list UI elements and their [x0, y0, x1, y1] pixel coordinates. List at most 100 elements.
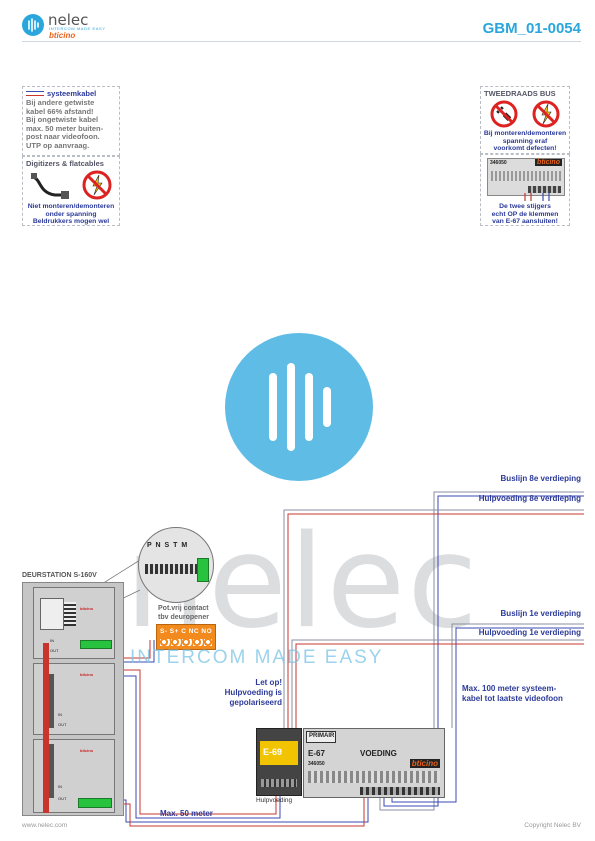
bus-warning-line: voorkomt defecten! — [493, 145, 557, 152]
doorstation-title: DEURSTATION S-160V — [22, 572, 97, 579]
riser-link-blue — [391, 728, 457, 803]
primair-box: PRIMAIR — [306, 731, 336, 743]
bus-title: TWEEDRAADS BUS — [484, 89, 556, 98]
document-id: GBM_01-0054 — [482, 20, 581, 37]
module-in-label: IN — [58, 784, 62, 789]
cable-line: max. 50 meter buiten- — [26, 123, 104, 133]
cable-line: kabel 66% afstand! — [26, 106, 94, 116]
bus-warning: Bij monteren/demonteren spanning eraf vo… — [481, 130, 569, 153]
mini-psu-icon: 346050 bticino — [487, 158, 565, 196]
flatcable-icon — [31, 173, 69, 199]
e67-brand: bticino — [409, 759, 440, 768]
doorstation-frame: bticino IN OUT bticino IN OUT bticino IN… — [22, 582, 124, 816]
bus-1-wire-blue — [455, 627, 584, 728]
flatcable-note: Digitizers & flatcables Niet monteren/de… — [22, 156, 120, 226]
cable-text: Bij andere getwiste kabel 66% afstand! B… — [26, 98, 104, 150]
e67-psu: PRIMAIR E-67 VOEDING bticino 346050 — [303, 728, 445, 798]
label-bus-1: Buslijn 1e verdieping — [500, 609, 581, 618]
stijgers-note: 346050 bticino De twee stijgers echt OP … — [480, 154, 570, 226]
connector-zoom: P N S T M — [138, 527, 214, 603]
relay-terms: S- S+ C NC NO — [160, 628, 213, 635]
bus-note: TWEEDRAADS BUS Bij monteren/demonteren s… — [480, 86, 570, 154]
label-max50: Max. 50 meter — [160, 809, 213, 818]
label-letop: Let op! Hulpvoeding is gepolariseerd — [196, 678, 282, 708]
no-live-work-icon — [82, 170, 112, 200]
connector-green — [197, 558, 209, 582]
aux-8-wire-red — [287, 513, 584, 728]
label-letop-line: Let op! — [255, 678, 282, 687]
mini-psu-code: 346050 — [490, 160, 507, 166]
brand-tagline: INTERCOM MADE EASY — [49, 26, 106, 31]
terminal-strip — [78, 798, 112, 808]
cable-title-row: systeemkabel — [26, 89, 96, 98]
no-unplug-icon — [490, 100, 518, 128]
header-rule — [22, 41, 581, 42]
mini-psu-brand: bticino — [535, 159, 562, 166]
module-brand: bticino — [80, 672, 94, 677]
label-aux-8: Hulpvoeding 8e verdieping — [478, 494, 581, 503]
flat-title: Digitizers & flatcables — [26, 159, 104, 168]
bus-warning-line: Bij monteren/demonteren — [483, 130, 567, 137]
label-letop-line: gepolariseerd — [229, 698, 282, 707]
riser-flatcable — [43, 643, 49, 813]
stijgers-line: echt OP de klemmen — [491, 210, 559, 218]
aux-door-wire-red — [120, 669, 277, 815]
flat-warning: Niet monteren/demonteren onder spanning … — [23, 203, 119, 226]
cable-line: UTP op aanvraag. — [26, 140, 90, 150]
aux-1-wire-red — [295, 643, 584, 728]
footer-copyright: Copyright Nelec BV — [524, 822, 581, 829]
e69-terminals — [261, 779, 297, 787]
nelec-logo-icon — [22, 14, 44, 36]
module-out-label: OUT — [58, 796, 67, 801]
label-letop-line: Hulpvoeding is — [224, 688, 282, 697]
watermark-logo-icon — [225, 333, 373, 481]
e69-psu: E-69 — [256, 728, 302, 796]
primair-label: PRIMAIR — [309, 733, 335, 739]
e67-code: 346050 — [308, 761, 325, 767]
label-max100-line: Max. 100 meter systeem- — [462, 684, 557, 693]
bus-8-wire-blue — [437, 495, 584, 728]
bus-8-wire-grey — [433, 491, 584, 728]
module-brand: bticino — [80, 606, 94, 611]
relay-label-line: tbv deuropener — [158, 614, 209, 621]
relay-module: S- S+ C NC NO — [156, 624, 216, 650]
label-aux-1: Hulpvoeding 1e verdieping — [478, 628, 581, 637]
flatcable-icon — [46, 674, 54, 728]
stijgers-text: De twee stijgers echt OP de klemmen van … — [481, 203, 569, 226]
label-max100-line: kabel tot laatste videofoon — [462, 694, 563, 703]
brand-sub: bticino — [49, 31, 76, 40]
e67-model: E-67 — [308, 749, 325, 758]
module-in-label: IN — [50, 638, 54, 643]
aux-8-wire-grey — [283, 509, 584, 728]
cable-note: systeemkabel Bij andere getwiste kabel 6… — [22, 86, 120, 156]
no-live-work-icon — [532, 100, 560, 128]
mini-psu-vents — [491, 171, 561, 181]
cable-line: Bij ongetwiste kabel — [26, 115, 99, 124]
stijgers-line: van E-67 aansluiten! — [492, 218, 558, 225]
camera-module-icon — [40, 598, 64, 630]
flat-warning-line: Niet monteren/demonteren — [27, 203, 115, 210]
flat-warning-line: onder spanning — [45, 210, 97, 218]
e67-voeding: VOEDING — [360, 749, 397, 758]
aux-door-wire-blue — [120, 675, 281, 819]
connector-terms: P N S T M — [147, 542, 189, 549]
connector-icon — [64, 602, 76, 626]
connector-pins — [145, 564, 207, 574]
brand-name: nelec — [48, 11, 89, 29]
flat-warning-line: Beldrukkers mogen wel — [32, 218, 110, 225]
label-max100: Max. 100 meter systeem- kabel tot laatst… — [462, 684, 563, 704]
mini-wires-icon — [524, 193, 550, 201]
hulpvoeding-label: Hulpvoeding — [256, 797, 293, 804]
e67-vents — [308, 771, 440, 783]
bus-door-wire-red — [118, 796, 365, 827]
stijgers-line: De twee stijgers — [499, 203, 551, 210]
relay-label-line: Pot.vrij contact — [158, 605, 209, 612]
mini-psu-terminals — [528, 186, 561, 193]
relay-label: Pot.vrij contact tbv deuropener — [158, 604, 209, 622]
aux-1-wire-grey — [291, 639, 584, 728]
module-in-label: IN — [58, 712, 62, 717]
terminal-strip — [80, 640, 112, 649]
cable-title: systeemkabel — [47, 89, 97, 98]
bus-1-wire-grey — [451, 623, 584, 728]
